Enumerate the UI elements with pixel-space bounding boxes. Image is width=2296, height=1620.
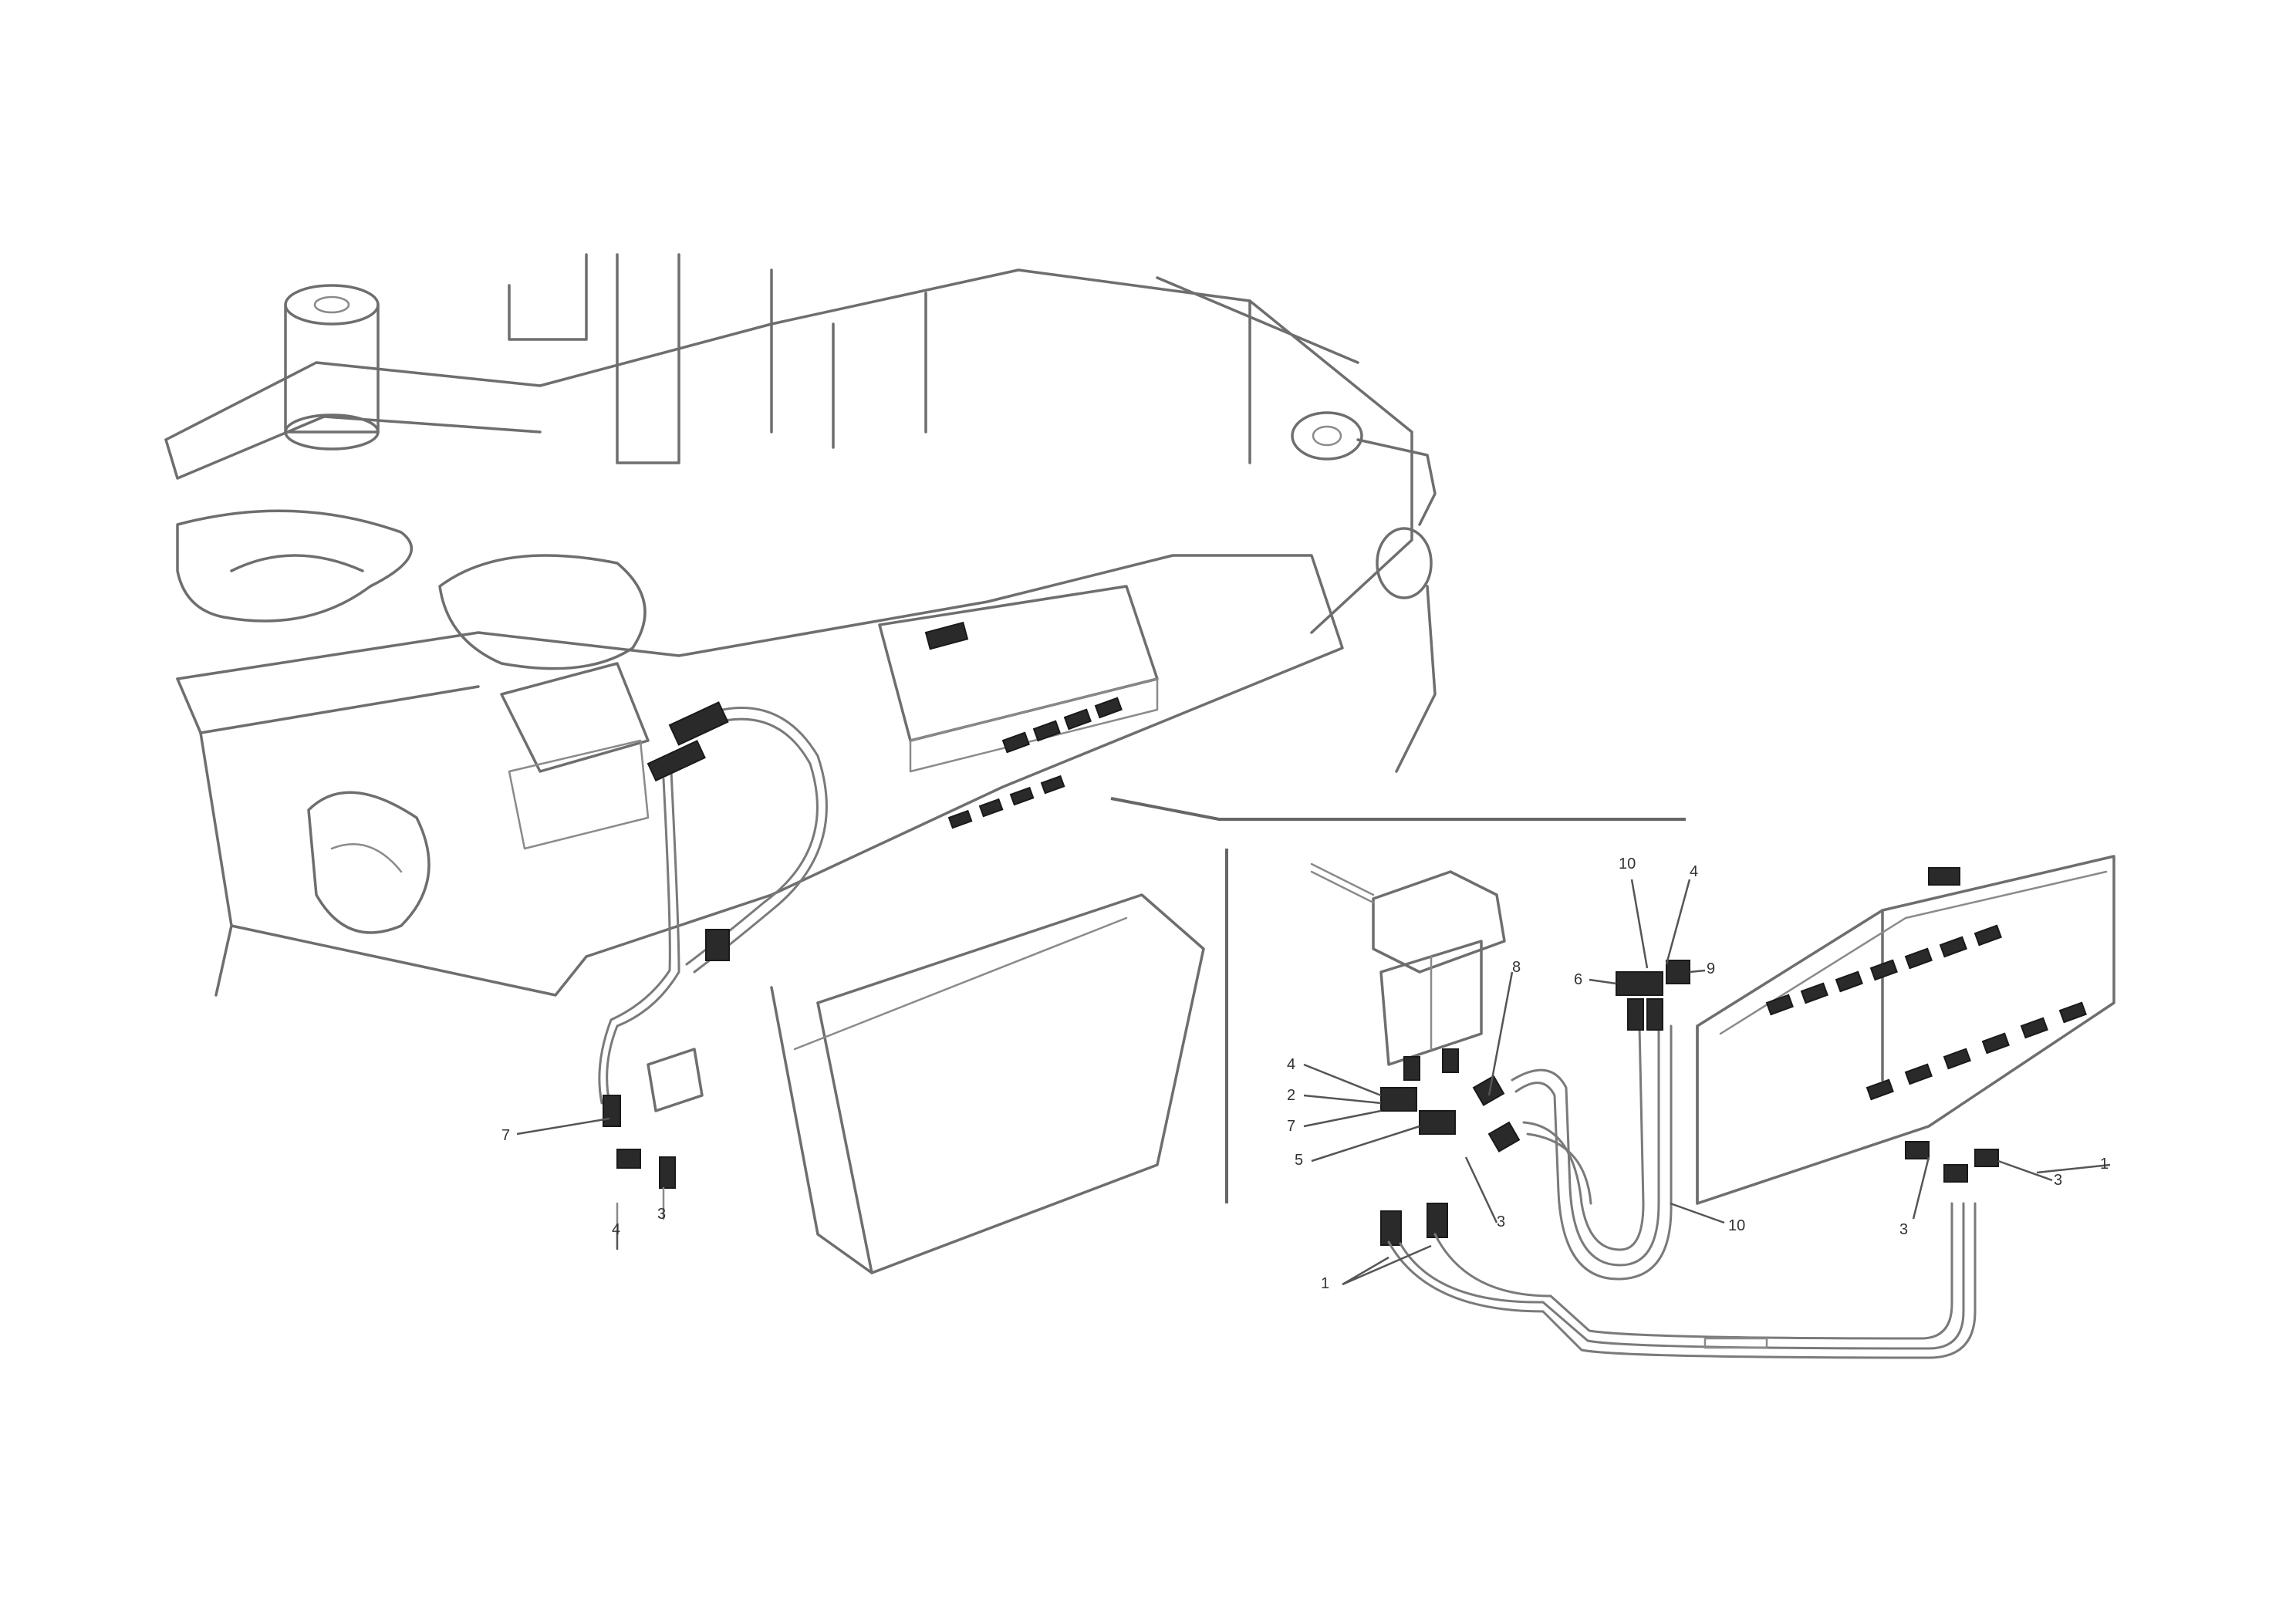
callout-label: 7 — [1287, 1118, 1295, 1135]
control-valve-spools-detail — [1765, 924, 2087, 1101]
hoses-left-view — [598, 701, 828, 1189]
callout-label: 3 — [1899, 1221, 1908, 1238]
callout-label: 2 — [1287, 1087, 1295, 1104]
callout-label: 3 — [1497, 1213, 1505, 1230]
callout-label: 4 — [1690, 863, 1698, 880]
drawing-reference-line-3 — [42, 1578, 212, 1593]
callout-label: 10 — [1619, 856, 1636, 872]
detail-view-assembly — [1310, 855, 2115, 1359]
callout-label: 1 — [1321, 1275, 1329, 1292]
callout-label: 4 — [1287, 1056, 1295, 1073]
callout-label: 3 — [2054, 1172, 2062, 1189]
drawing-reference-line-2 — [42, 1562, 212, 1578]
callouts-detail-view: 10 4 6 9 8 4 2 7 5 3 10 1 3 3 1 — [1287, 856, 2111, 1292]
machine-frame-assembly — [164, 253, 1437, 1274]
detail-pointer-line — [1110, 797, 1686, 821]
control-valve-spools-left — [924, 621, 1123, 829]
callouts-left-view: 7 4 3 — [501, 1117, 666, 1250]
drawing-reference — [42, 1547, 212, 1593]
callout-label: 7 — [501, 1127, 510, 1144]
drawing-reference-line-1 — [42, 1547, 212, 1562]
callout-label: 4 — [612, 1221, 620, 1238]
callout-label: 9 — [1707, 960, 1715, 977]
callout-label: 1 — [2100, 1156, 2109, 1173]
callout-label: 5 — [1295, 1152, 1303, 1169]
callout-label: 10 — [1728, 1217, 1745, 1234]
callout-label: 3 — [657, 1206, 666, 1223]
callout-label: 6 — [1574, 971, 1582, 988]
callout-label: 8 — [1512, 959, 1521, 976]
